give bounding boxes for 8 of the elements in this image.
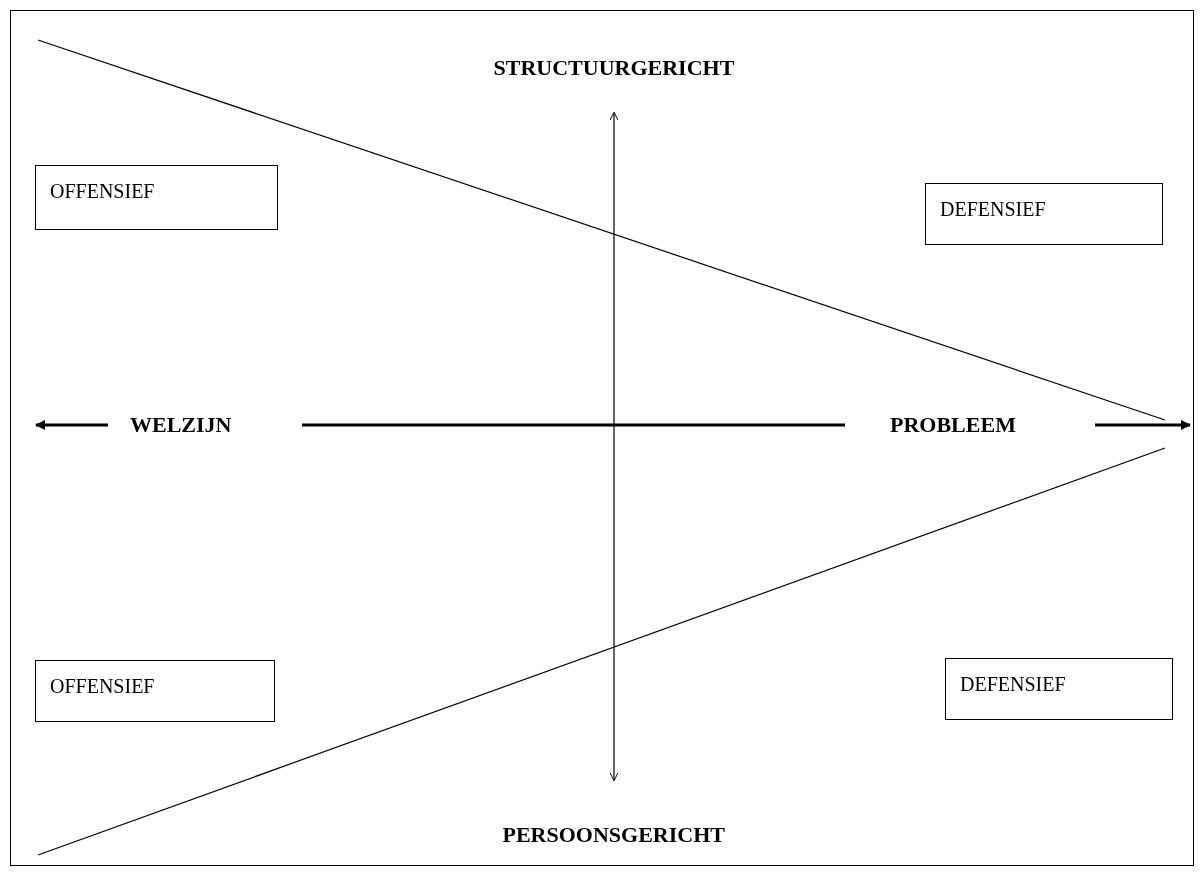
quadrant-box: DEFENSIEF [945, 658, 1173, 720]
axis-label: PROBLEEM [890, 412, 1016, 438]
axis-label: STRUCTUURGERICHT [493, 55, 735, 81]
quadrant-box: DEFENSIEF [925, 183, 1163, 245]
quadrant-box: OFFENSIEF [35, 660, 275, 722]
axis-label: PERSOONSGERICHT [502, 822, 725, 848]
quadrant-box: OFFENSIEF [35, 165, 278, 230]
axis-label: WELZIJN [130, 412, 232, 438]
